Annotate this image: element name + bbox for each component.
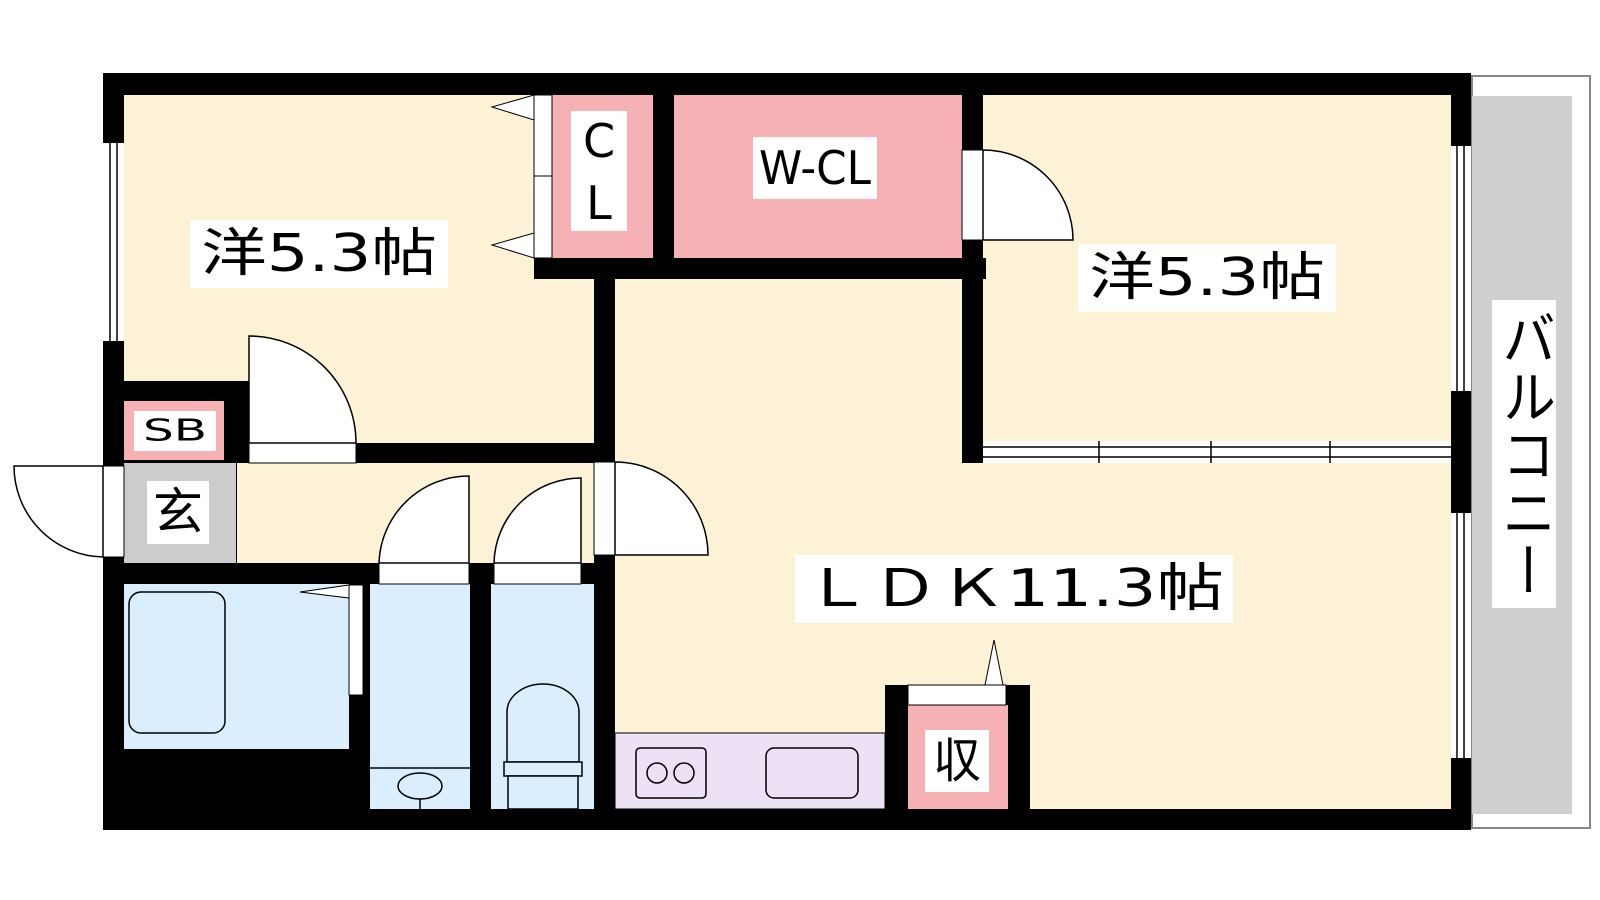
door-room1 — [248, 335, 357, 464]
ldk-label: ＬＤＫ11.3帖 — [804, 559, 1224, 619]
balcony-label: バルコニー — [1493, 309, 1556, 599]
door-bath — [299, 584, 364, 696]
wall-storage-left — [885, 685, 908, 810]
washbasin-icon — [370, 767, 470, 809]
washroom-floor — [370, 584, 470, 809]
balcony-label-bg — [1492, 300, 1556, 608]
western-room-1-label-bg — [190, 220, 448, 288]
toilet-icon — [503, 683, 583, 810]
wall-cl-divider — [653, 95, 674, 260]
window-room1 — [103, 143, 124, 341]
wall-cl-bottom — [534, 258, 986, 279]
stove-icon — [635, 747, 707, 799]
wall-room1-right — [594, 279, 615, 462]
western-room-1-label: 洋5.3帖 — [201, 224, 437, 284]
wall-storage-right — [1008, 685, 1030, 810]
wall-hall-right — [594, 555, 615, 810]
wall-wash-right — [470, 584, 491, 810]
closet-label-c: C — [583, 114, 615, 168]
walk-in-closet-label: W-CL — [759, 141, 871, 195]
storage-label: 収 — [933, 733, 981, 789]
door-toilet — [493, 477, 582, 585]
door-wcl — [961, 149, 1074, 241]
walk-in-closet-label-bg — [753, 137, 877, 199]
door-storage — [907, 639, 1007, 706]
ldk-label-bg — [795, 555, 1233, 623]
shoe-box-label-bg — [134, 411, 216, 451]
wall-room2-left — [962, 260, 983, 463]
western-room-2-label: 洋5.3帖 — [1089, 248, 1325, 308]
shoe-box-label: SB — [143, 414, 207, 449]
closet-label-l: L — [586, 176, 612, 230]
entrance-label-bg — [147, 481, 209, 544]
window-ldk — [1451, 513, 1471, 758]
window-room2 — [1451, 146, 1471, 391]
sink-icon — [765, 747, 859, 799]
closet-door — [490, 94, 553, 259]
entrance-label: 玄 — [153, 483, 203, 541]
closet-label-bg — [571, 111, 627, 231]
door-ldk — [593, 461, 709, 556]
door-washroom — [378, 475, 470, 585]
bathtub-icon — [128, 591, 226, 734]
storage-label-bg — [925, 730, 989, 792]
wall-sb-top — [103, 381, 249, 401]
wall-room1-bottom — [356, 443, 615, 463]
wall-wet-top — [124, 563, 615, 584]
door-entrance — [13, 465, 125, 558]
western-room-2-label-bg — [1078, 244, 1336, 312]
sliding-door-room2 — [983, 441, 1451, 463]
